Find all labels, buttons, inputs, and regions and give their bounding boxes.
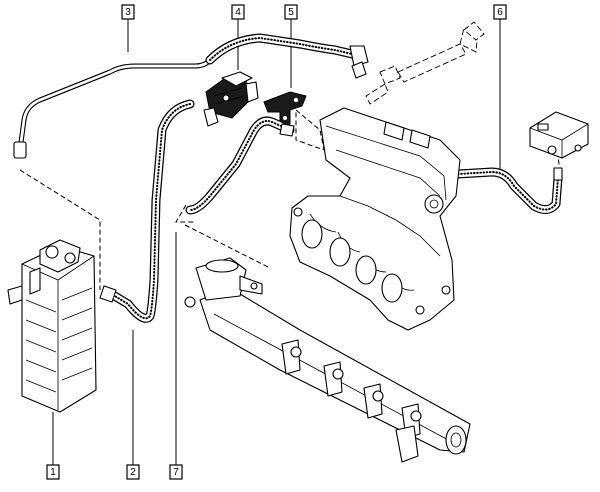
callout-1: 1 <box>46 464 60 480</box>
svg-text:5: 5 <box>288 7 294 18</box>
rail-end-port <box>445 425 467 455</box>
svg-text:3: 3 <box>125 7 131 18</box>
callout-5: 5 <box>284 4 298 20</box>
callout-2: 2 <box>126 464 140 480</box>
hose-2 <box>99 99 195 323</box>
hose-7 <box>185 116 295 215</box>
hose-2-end <box>99 285 117 303</box>
svg-text:1: 1 <box>50 467 56 478</box>
bracket-5 <box>263 91 307 129</box>
manifold-outline <box>289 107 461 331</box>
callout-4: 4 <box>231 4 245 20</box>
ghost-tube-b <box>365 83 389 105</box>
hose-6-end <box>553 167 563 181</box>
hose-7-fitting <box>279 123 295 137</box>
ghost-tee <box>379 65 401 85</box>
hose-connector <box>351 61 367 79</box>
hose-clamp <box>349 45 369 67</box>
canister-1 <box>7 239 97 413</box>
canister-bracket <box>7 285 23 305</box>
guide-hose-7 <box>175 204 195 223</box>
callout-6: 6 <box>493 4 507 20</box>
ghost-tube-a <box>397 43 467 83</box>
pipe-assembly-3 <box>13 33 369 159</box>
intake-manifold <box>289 107 461 331</box>
pipe-end-fitting <box>13 141 27 159</box>
ghost-nozzle <box>463 21 485 41</box>
svg-text:4: 4 <box>235 7 241 18</box>
leader-lines <box>52 19 501 465</box>
guide-bracket <box>295 108 325 151</box>
hose-6 <box>453 167 563 214</box>
svg-text:7: 7 <box>173 467 179 478</box>
callout-7: 7 <box>169 464 183 480</box>
valve-connector <box>245 81 259 103</box>
svg-text:6: 6 <box>497 7 503 18</box>
solenoid-valve-4 <box>203 71 259 127</box>
ghost-connector <box>365 21 485 105</box>
callout-3: 3 <box>121 4 135 20</box>
svg-text:2: 2 <box>130 467 136 478</box>
pressure-sensor <box>529 111 589 159</box>
fuel-rail <box>184 257 471 463</box>
assembly-guides <box>19 108 561 290</box>
